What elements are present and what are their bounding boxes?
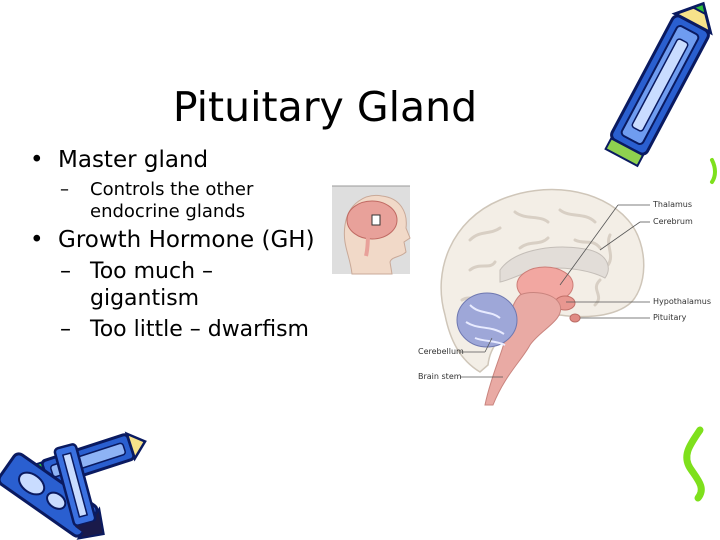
bullet-text: Master gland [58,147,209,173]
sub-bullet-controls: – Controls the other [60,179,254,201]
leader-lines [460,204,650,378]
label-thalamus: Thalamus [653,200,693,209]
sub-bullet-dash: – [60,259,71,284]
sub-bullet-text: endocrine glands [90,201,246,222]
sub-bullet-too-much-cont: gigantism [90,285,199,312]
bullet-dot: • [30,227,44,253]
sub-bullet-controls-cont: endocrine glands [90,201,245,223]
label-pituitary: Pituitary [653,313,687,322]
pituitary-shape [569,313,581,323]
mini-highlight-box [371,214,381,226]
bullet-growth-hormone: • Growth Hormone (GH) [30,226,315,254]
sub-bullet-text: gigantism [90,286,200,311]
bullet-text: Growth Hormone (GH) [58,227,315,253]
slide-title: Pituitary Gland [172,83,478,131]
sub-bullet-text: Controls the other [90,179,254,200]
label-hypothalamus: Hypothalamus [653,297,711,306]
label-cerebellum: Cerebellum [418,347,464,356]
sub-bullet-too-little: – Too little – dwarfism [60,316,309,343]
label-cerebrum: Cerebrum [653,217,693,226]
bullet-dot: • [30,147,44,173]
sub-bullet-text: Too little – dwarfism [90,317,309,342]
sub-bullet-dash: – [60,317,71,342]
swirl-right-icon [683,426,705,502]
pencil-top-right-icon [604,1,713,168]
label-brain-stem: Brain stem [418,372,462,381]
bullet-master-gland: • Master gland [30,146,208,174]
sub-bullet-text: Too much – [90,259,214,284]
cerebellum-shape [456,292,518,348]
sub-bullet-too-much: – Too much – [60,258,214,285]
pencil-bottom-left-3-icon [53,443,97,538]
swirl-top-right-icon [710,158,717,184]
sub-bullet-dash: – [60,179,69,200]
